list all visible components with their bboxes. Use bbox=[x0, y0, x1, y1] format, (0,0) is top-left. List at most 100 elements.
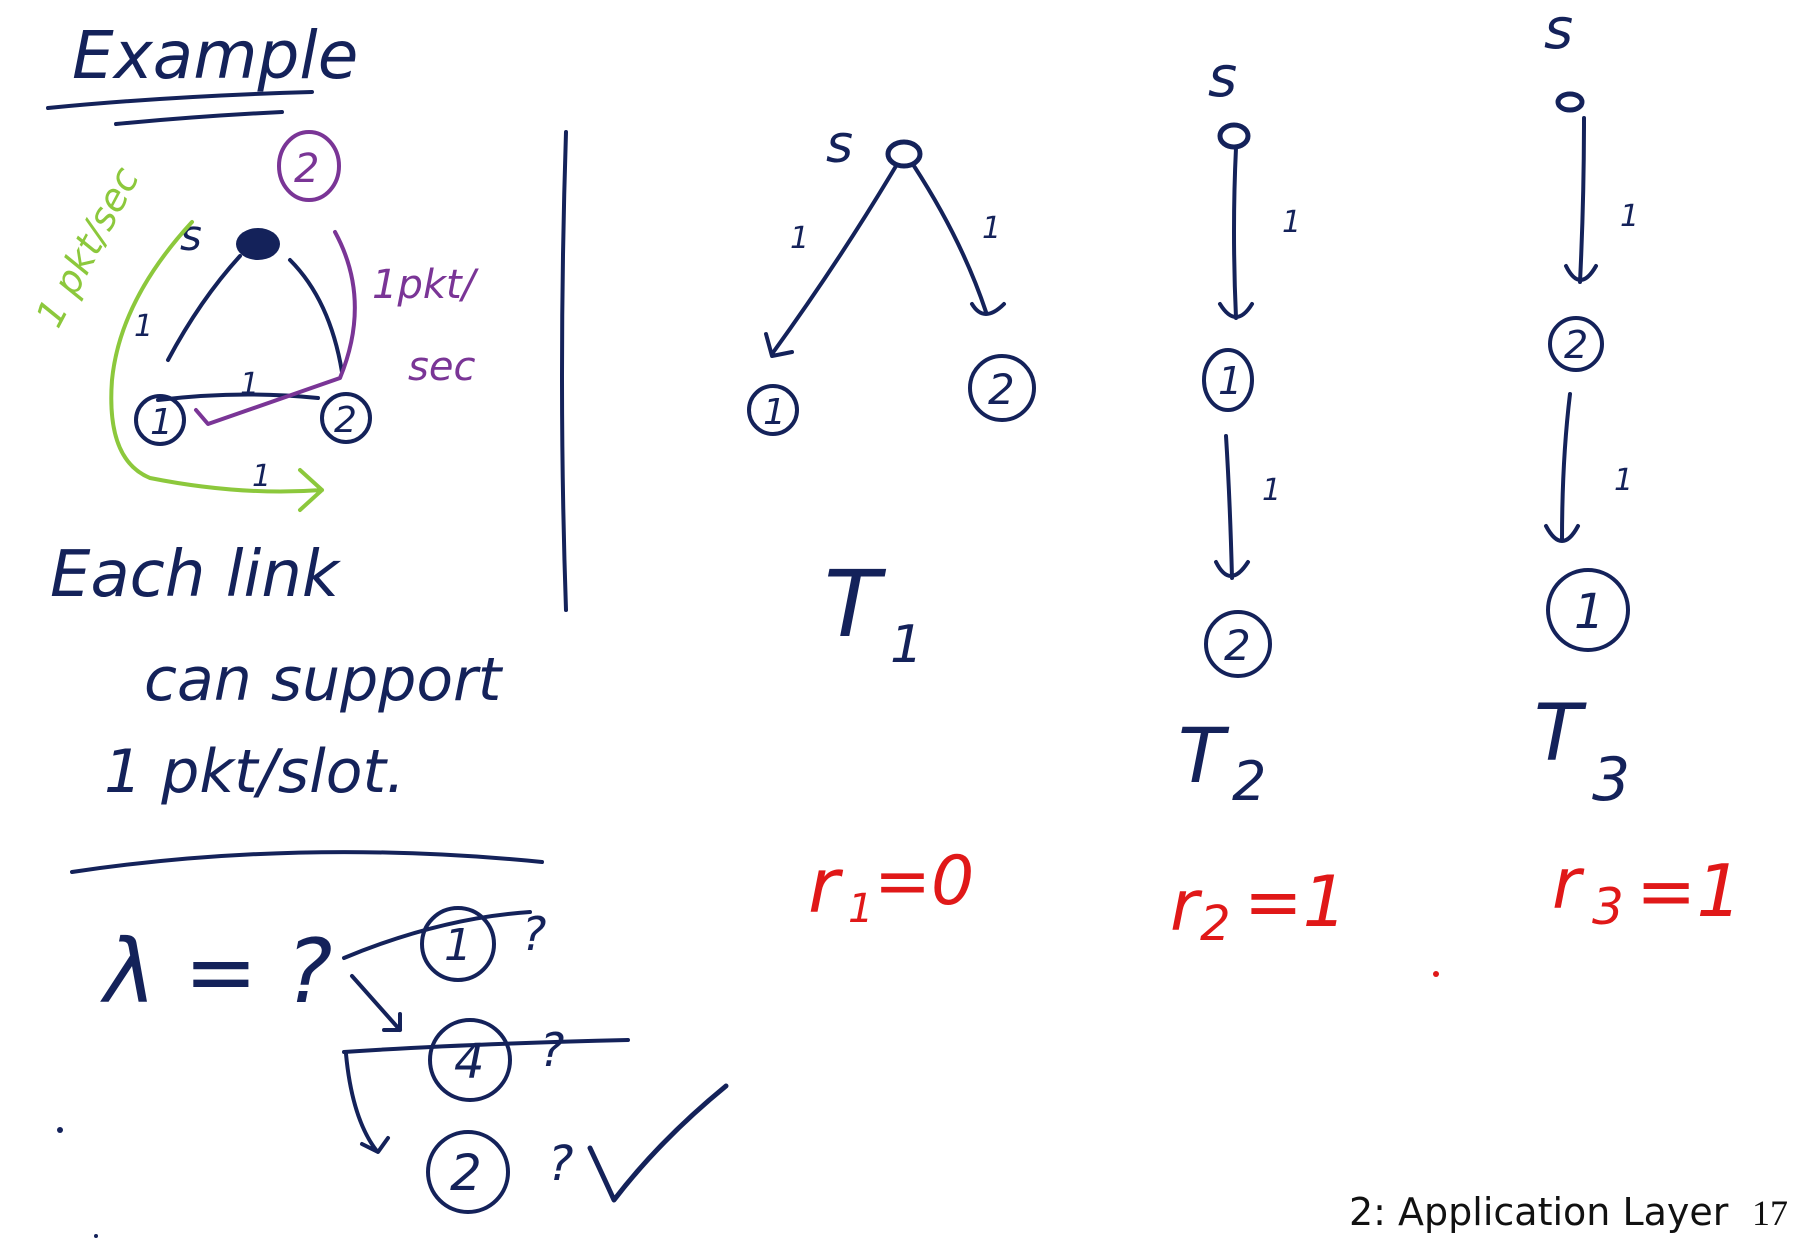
edge-label-bottom: 1 bbox=[252, 459, 271, 494]
vertical-separator bbox=[560, 130, 568, 612]
tree-t1-node-2-circle bbox=[968, 354, 1036, 422]
tree-t1-edge-left bbox=[764, 164, 898, 358]
check-mark-icon bbox=[587, 1083, 729, 1203]
tree-t1-edge-right-label: 1 bbox=[982, 211, 1001, 246]
source-node-label: s bbox=[180, 211, 202, 260]
tree-t3-root-label: s bbox=[1544, 0, 1573, 62]
option-3-value: 2 bbox=[450, 1144, 482, 1202]
description-text: Each link can support 1 pkt/slot. bbox=[50, 538, 504, 807]
tree-t1-subscript: 1 bbox=[890, 615, 923, 675]
tree-t2-node-2-label: 2 bbox=[1224, 621, 1251, 670]
purple-note-line2: sec bbox=[408, 344, 475, 390]
option-arrow-1-to-2 bbox=[350, 974, 402, 1032]
tree-t1-rate-prefix: r bbox=[808, 841, 844, 930]
tree-t1: s 1 1 1 2 T 1 r 1 =0 bbox=[747, 115, 1036, 932]
tree-t2-root-node bbox=[1217, 122, 1251, 150]
tree-t3-node-1-circle bbox=[1546, 568, 1630, 652]
tree-t1-name: T bbox=[824, 551, 887, 658]
title-group: Example bbox=[46, 17, 358, 126]
tree-t2-root-label: s bbox=[1208, 45, 1237, 110]
stray-ink-dot-1 bbox=[57, 1127, 63, 1133]
tree-t3-edge-1-label: 1 bbox=[1620, 199, 1639, 234]
purple-note-line1: 1pkt/ bbox=[372, 262, 480, 308]
green-flow-arrow bbox=[109, 220, 324, 512]
purple-circled-number: 2 bbox=[294, 146, 319, 192]
tree-t1-node-1-circle bbox=[747, 384, 799, 436]
option-2-circle bbox=[428, 1018, 512, 1102]
option-arrow-2-to-3 bbox=[344, 1052, 390, 1154]
tree-t3-edge-1 bbox=[1564, 116, 1598, 284]
tree-t3-root-node bbox=[1555, 91, 1585, 113]
tree-t2-rate-index: 2 bbox=[1200, 896, 1231, 952]
tree-t2-node-1-circle bbox=[1202, 348, 1254, 412]
tree-t1-edge-left-label: 1 bbox=[790, 221, 809, 256]
source-node bbox=[236, 228, 280, 260]
footer-page-number: 17 bbox=[1752, 1193, 1788, 1233]
tree-t2-rate-prefix: r bbox=[1170, 865, 1203, 947]
purple-circled-node bbox=[277, 130, 341, 202]
tree-t1-root-node bbox=[885, 139, 923, 169]
option-2-mark: ? bbox=[540, 1023, 564, 1077]
tree-t2-subscript: 2 bbox=[1232, 750, 1266, 813]
option-2-strike bbox=[342, 1038, 630, 1054]
node-2-label: 2 bbox=[334, 400, 357, 441]
option-2-value: 4 bbox=[454, 1034, 485, 1090]
tree-t3-edge-2-label: 1 bbox=[1614, 463, 1633, 498]
tree-t2-edge-1 bbox=[1218, 146, 1254, 320]
node-2-circle bbox=[320, 392, 372, 444]
page-title: Example bbox=[72, 17, 358, 94]
left-network-diagram: s 1 2 1 1 1 2 1pkt/ sec 1 pkt/sec bbox=[27, 130, 480, 512]
option-1-value: 1 bbox=[444, 920, 472, 971]
tree-t1-root-label: s bbox=[826, 115, 853, 175]
footer-section-label: 2: Application Layer bbox=[1349, 1190, 1729, 1234]
tree-t3-name: T bbox=[1534, 689, 1587, 779]
tree-t2: s 1 1 1 2 T 2 r 2 =1 bbox=[1170, 45, 1347, 952]
option-1-mark: ? bbox=[522, 907, 546, 961]
node-1-label: 1 bbox=[150, 402, 173, 443]
tree-t1-node-2-label: 2 bbox=[988, 365, 1015, 414]
tree-t2-node-1-label: 1 bbox=[1218, 359, 1242, 403]
tree-t2-edge-2 bbox=[1214, 434, 1250, 580]
description-line3: 1 pkt/slot. bbox=[104, 737, 405, 807]
edge-label-mid: 1 bbox=[240, 367, 259, 402]
horizontal-separator bbox=[70, 850, 544, 874]
tree-t2-node-2-circle bbox=[1204, 610, 1272, 678]
tree-t3: s 1 2 1 1 T 3 r 3 =1 bbox=[1534, 0, 1742, 936]
tree-t1-rate-index: 1 bbox=[848, 886, 873, 932]
description-line2: can support bbox=[144, 645, 504, 715]
tree-t3-subscript: 3 bbox=[1592, 745, 1630, 815]
stray-ink-dot-2 bbox=[94, 1234, 98, 1238]
tree-t1-edge-right bbox=[912, 164, 1006, 316]
tree-t3-rate-index: 3 bbox=[1592, 878, 1624, 936]
tree-t3-rate-prefix: r bbox=[1552, 843, 1585, 925]
tree-t3-rate-value: =1 bbox=[1636, 849, 1742, 933]
green-note: 1 pkt/sec bbox=[27, 160, 148, 335]
tree-t3-edge-2 bbox=[1544, 392, 1580, 543]
tree-t3-node-2-circle bbox=[1548, 316, 1604, 372]
edge-s-1 bbox=[166, 254, 242, 362]
title-underline-2 bbox=[114, 110, 284, 126]
edge-s-2 bbox=[288, 258, 344, 374]
node-1-circle bbox=[134, 394, 186, 446]
tree-t2-rate-value: =1 bbox=[1244, 861, 1347, 943]
tree-t1-rate-value: =0 bbox=[874, 842, 974, 921]
lambda-section: λ = ? 1 ? 4 ? 2 ? bbox=[100, 906, 729, 1214]
tree-t1-node-1-label: 1 bbox=[763, 392, 786, 433]
option-1-circle bbox=[420, 906, 496, 982]
edge-label-left: 1 bbox=[134, 309, 153, 344]
option-1-strike bbox=[342, 910, 532, 960]
stray-red-dot bbox=[1433, 971, 1439, 977]
tree-t2-name: T bbox=[1178, 711, 1230, 800]
edge-1-2 bbox=[156, 392, 320, 402]
purple-flow-arrow bbox=[194, 230, 357, 426]
option-3-mark: ? bbox=[548, 1136, 573, 1192]
description-line1: Each link bbox=[50, 538, 342, 612]
lambda-question: λ = ? bbox=[100, 920, 332, 1023]
option-3-circle bbox=[426, 1130, 510, 1214]
tree-t2-edge-1-label: 1 bbox=[1282, 205, 1301, 240]
tree-t2-edge-2-label: 1 bbox=[1262, 473, 1281, 508]
tree-t3-node-1-label: 1 bbox=[1574, 584, 1605, 640]
tree-t3-node-2-label: 2 bbox=[1564, 323, 1588, 367]
title-underline-1 bbox=[46, 90, 314, 110]
